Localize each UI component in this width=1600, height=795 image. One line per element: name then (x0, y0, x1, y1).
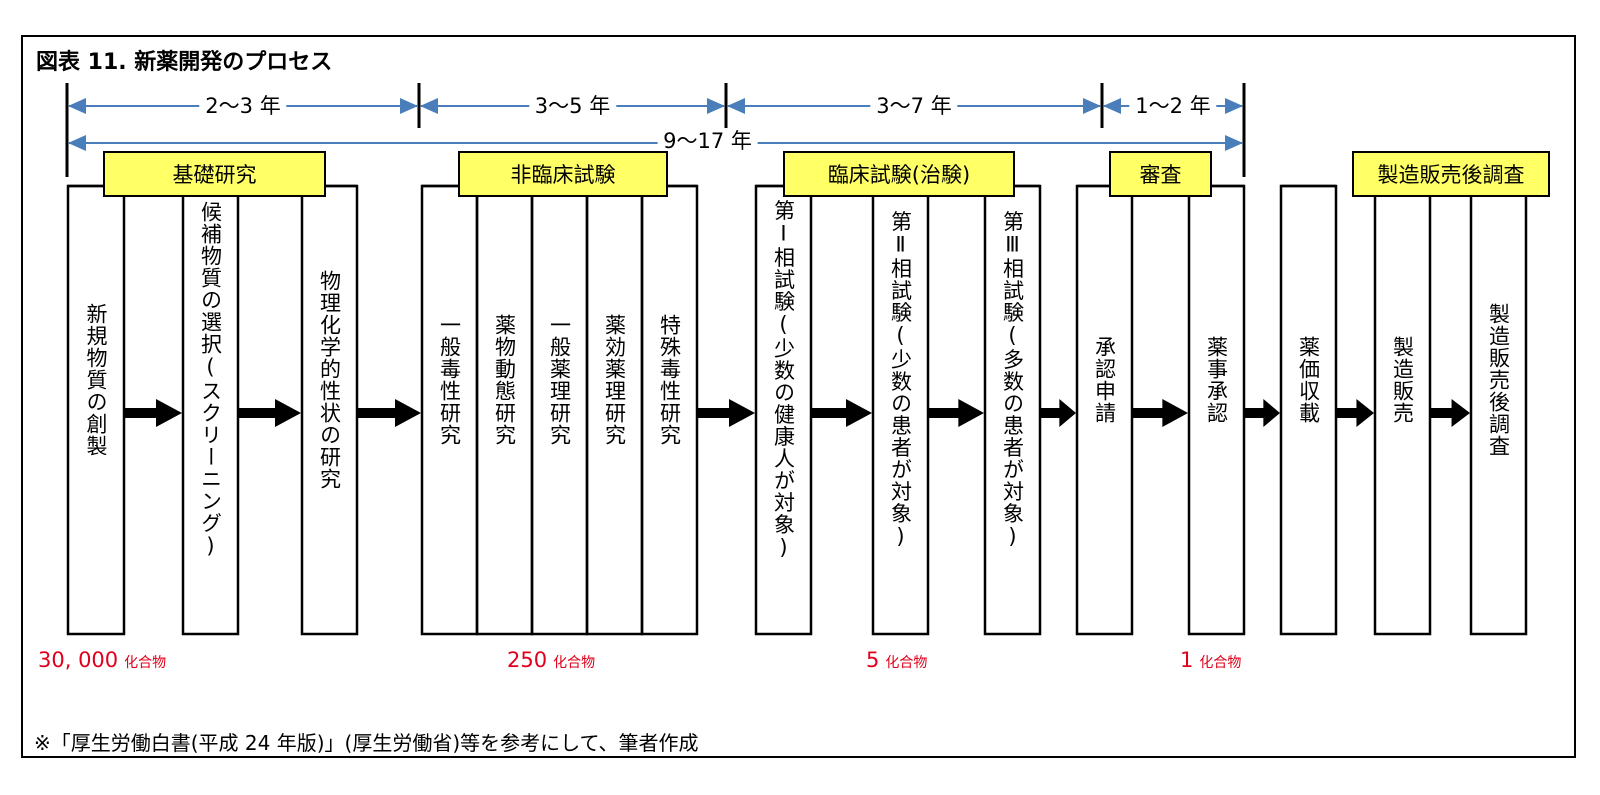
flow-arrow (812, 399, 872, 427)
step-label: 製造販売後調査 (1486, 303, 1511, 457)
arrowhead-left (1103, 98, 1121, 114)
flow-arrow (1245, 399, 1280, 427)
phase-label: 製造販売後調査 (1352, 151, 1550, 197)
flow-arrow (929, 399, 984, 427)
count-value: 30, 000 (38, 648, 119, 672)
phase-label: 非臨床試験 (458, 151, 668, 197)
duration-label: 9〜17 年 (657, 129, 758, 153)
count-value: 5 (866, 648, 880, 672)
step-box (640, 184, 699, 636)
step-label: 薬事承認 (1204, 336, 1229, 424)
step-box (300, 184, 359, 636)
step-label: 承認申請 (1092, 336, 1117, 424)
arrowhead-right (400, 98, 418, 114)
step-label: 薬価収載 (1296, 336, 1321, 424)
step-label: 新規物質の創製 (84, 303, 108, 457)
step-box (1075, 184, 1134, 636)
duration-label: 3〜7 年 (870, 94, 958, 118)
arrowhead-left (420, 98, 438, 114)
arrowhead-left (68, 135, 86, 151)
arrowhead-right (707, 98, 725, 114)
flow-arrow (1041, 399, 1076, 427)
flow-arrow (698, 399, 755, 427)
step-label: 製造販売 (1390, 336, 1415, 424)
flow-arrow (1337, 399, 1374, 427)
count-value: 250 (507, 648, 548, 672)
flow-arrow (239, 399, 301, 427)
duration-label: 3〜5 年 (528, 94, 617, 118)
count-review: 1 化合物 (1180, 648, 1241, 672)
flow-arrow (1431, 399, 1470, 427)
count-unit: 化合物 (124, 655, 167, 671)
duration-label: 2〜3 年 (199, 94, 287, 118)
figure-title: 図表 11. 新薬開発のプロセス (36, 50, 333, 75)
flow-arrow (125, 399, 182, 427)
figure-frame (21, 35, 1576, 758)
step-label: 薬物動態研究 (492, 314, 517, 446)
arrowhead-left (727, 98, 745, 114)
step-label: 第Ⅰ相試験(少数の健康人が対象) (771, 199, 796, 561)
count-value: 1 (1180, 648, 1194, 672)
step-label: 薬効薬理研究 (602, 314, 627, 446)
arrowhead-left (68, 98, 86, 114)
arrowhead-right (1225, 135, 1243, 151)
phase-label: 審査 (1109, 151, 1212, 197)
step-label: 第Ⅱ相試験(少数の患者が対象) (888, 210, 913, 550)
phase-label: 基礎研究 (103, 151, 326, 197)
arrowhead-right (1225, 98, 1243, 114)
timeline-ticks (65, 83, 1246, 177)
duration-label: 1〜2 年 (1129, 94, 1217, 118)
step-label: 第Ⅲ相試験(多数の患者が対象) (1000, 210, 1025, 550)
step-label: 一般毒性研究 (437, 314, 462, 446)
count-unit: 化合物 (1199, 655, 1242, 671)
flow-arrows (125, 399, 1470, 427)
step-label: 候補物質の選択(スクリーニング) (198, 201, 223, 559)
step-box (66, 184, 126, 636)
footnote: ※「厚生労働白書(平成 24 年版)」(厚生労働省)等を参考にして、筆者作成 (34, 731, 699, 755)
step-label: 一般薬理研究 (547, 314, 572, 446)
count-clinical: 5 化合物 (866, 648, 927, 672)
arrowhead-right (1083, 98, 1101, 114)
step-label: 特殊毒性研究 (657, 314, 682, 446)
count-unit: 化合物 (885, 655, 928, 671)
flow-arrow (1133, 399, 1188, 427)
step-box (1279, 184, 1338, 636)
count-basic-research: 30, 000 化合物 (38, 648, 166, 672)
count-unit: 化合物 (553, 655, 596, 671)
flow-arrow (358, 399, 421, 427)
phase-label: 臨床試験(治験) (783, 151, 1015, 197)
count-nonclinical: 250 化合物 (507, 648, 595, 672)
step-label: 物理化学的性状の研究 (317, 270, 342, 490)
step-box (1187, 184, 1246, 636)
